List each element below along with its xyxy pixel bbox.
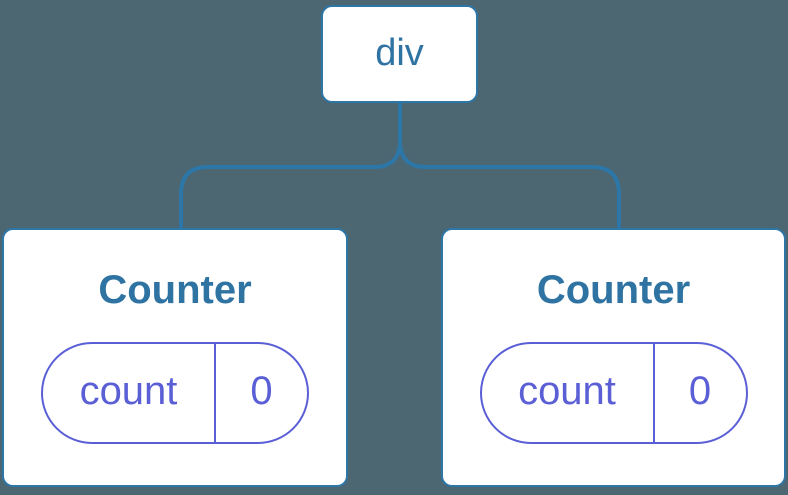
state-key: count [518, 369, 616, 413]
state-key: count [79, 369, 178, 413]
state-key-cell: count [43, 344, 216, 442]
state-value: 0 [688, 369, 712, 413]
component-card-counter-left: Counter count 0 [2, 228, 348, 487]
component-card-counter-right: Counter count 0 [441, 228, 786, 487]
tree-node-div-label: div [375, 32, 424, 74]
state-value-cell: 0 [216, 344, 307, 442]
state-pill: count 0 [479, 342, 748, 444]
state-pill: count 0 [41, 342, 309, 444]
state-value: 0 [250, 369, 273, 413]
component-title: Counter [536, 268, 691, 312]
component-title: Counter [98, 268, 252, 312]
tree-node-div: div [321, 5, 478, 103]
state-key-cell: count [482, 344, 655, 442]
state-value-cell: 0 [655, 344, 746, 442]
